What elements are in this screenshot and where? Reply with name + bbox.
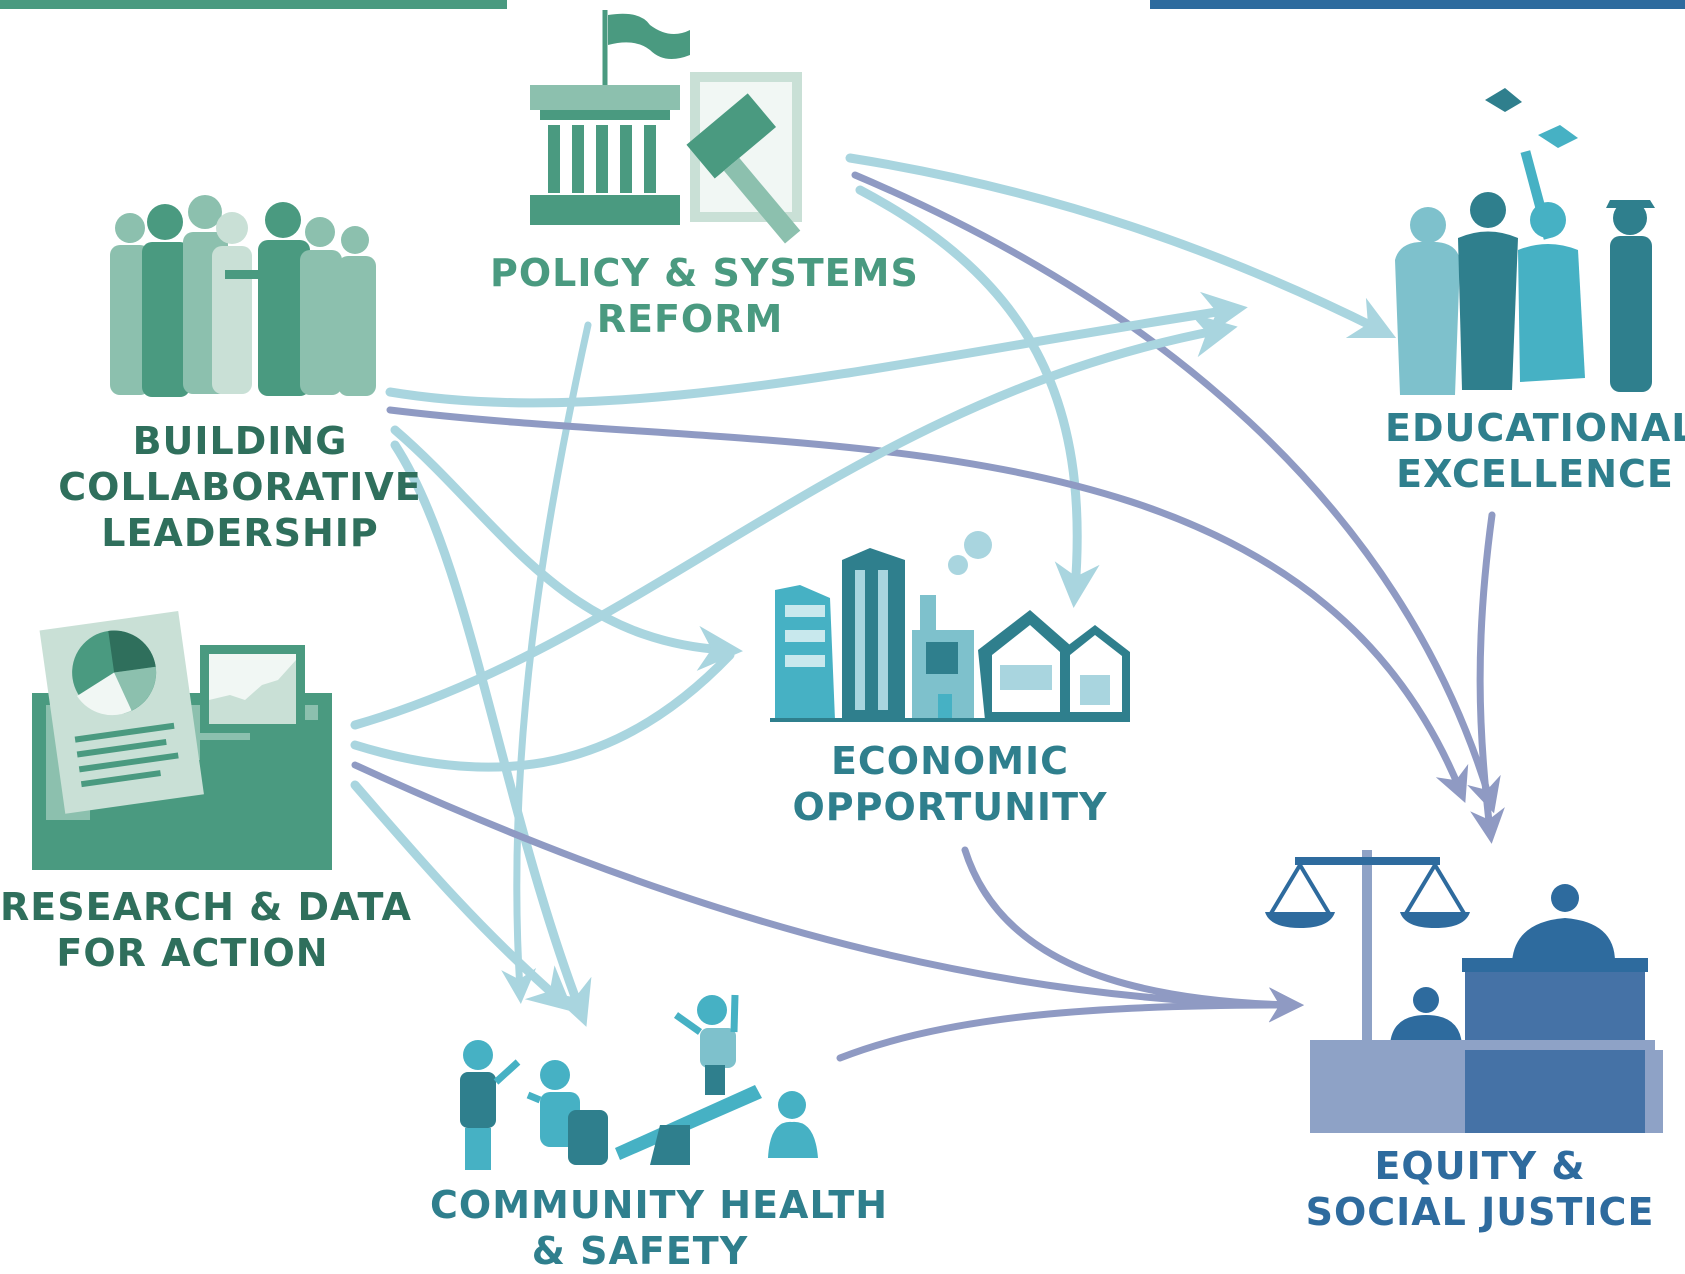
arrow-research-to-justice — [351, 761, 1304, 1023]
health-label: COMMUNITY HEALTH & SAFETY — [430, 1182, 889, 1274]
arrow-policy-to-education — [845, 153, 1397, 339]
policy-label-line1: POLICY & SYSTEMS — [490, 251, 919, 295]
arrow-research-to-economic — [350, 650, 735, 772]
arrow-policy-to-justice — [851, 171, 1501, 814]
policy-label-line2: REFORM — [596, 297, 784, 341]
health-label-line1: COMMUNITY HEALTH — [430, 1183, 889, 1227]
leadership-label: BUILDING COLLABORATIVE LEADERSHIP — [55, 418, 425, 556]
research-label: RESEARCH & DATA FOR ACTION — [0, 884, 412, 976]
arrow-health-to-justice — [836, 987, 1304, 1062]
people-group-icon — [110, 195, 376, 397]
top-bar-left — [0, 0, 507, 9]
arrow-policy-to-economic — [855, 185, 1100, 608]
capitol-gavel-icon — [530, 10, 802, 244]
leadership-label-line3: LEADERSHIP — [101, 511, 379, 555]
leadership-label-line2: COLLABORATIVE — [58, 465, 422, 509]
arrow-policy-to-health — [501, 321, 592, 1004]
arrow-education-to-justice — [1470, 511, 1505, 844]
arrow-leadership-to-education — [385, 291, 1248, 408]
policy-label: POLICY & SYSTEMS REFORM — [490, 250, 919, 342]
arrow-leadership-to-justice — [386, 406, 1469, 803]
economic-label-line2: OPPORTUNITY — [792, 785, 1108, 829]
economic-label: ECONOMIC OPPORTUNITY — [780, 738, 1120, 830]
justice-label-line2: SOCIAL JUSTICE — [1305, 1190, 1655, 1234]
scales-courtroom-icon — [1265, 850, 1663, 1133]
education-label: EDUCATIONAL EXCELLENCE — [1385, 405, 1685, 497]
top-bar-right — [1150, 0, 1685, 9]
arrows — [350, 153, 1505, 1062]
playground-kids-icon — [460, 994, 818, 1170]
education-label-line2: EXCELLENCE — [1396, 452, 1674, 496]
arrow-leadership-to-health — [390, 440, 592, 1027]
city-buildings-icon — [770, 531, 1130, 722]
graduates-icon — [1395, 88, 1655, 395]
education-label-line1: EDUCATIONAL — [1385, 406, 1685, 450]
arrow-leadership-to-economic — [390, 425, 743, 671]
research-label-line1: RESEARCH & DATA — [0, 885, 412, 929]
report-chart-icon — [32, 611, 332, 870]
economic-label-line1: ECONOMIC — [830, 739, 1070, 783]
leadership-label-line1: BUILDING — [132, 419, 348, 463]
arrow-research-to-health — [350, 780, 574, 1012]
research-label-line2: FOR ACTION — [56, 931, 329, 975]
arrow-research-to-education — [350, 312, 1238, 730]
justice-label: EQUITY & SOCIAL JUSTICE — [1305, 1143, 1655, 1235]
justice-label-line1: EQUITY & — [1374, 1144, 1586, 1188]
health-label-line2: & SAFETY — [531, 1229, 749, 1273]
arrow-economic-to-justice — [961, 846, 1294, 1009]
